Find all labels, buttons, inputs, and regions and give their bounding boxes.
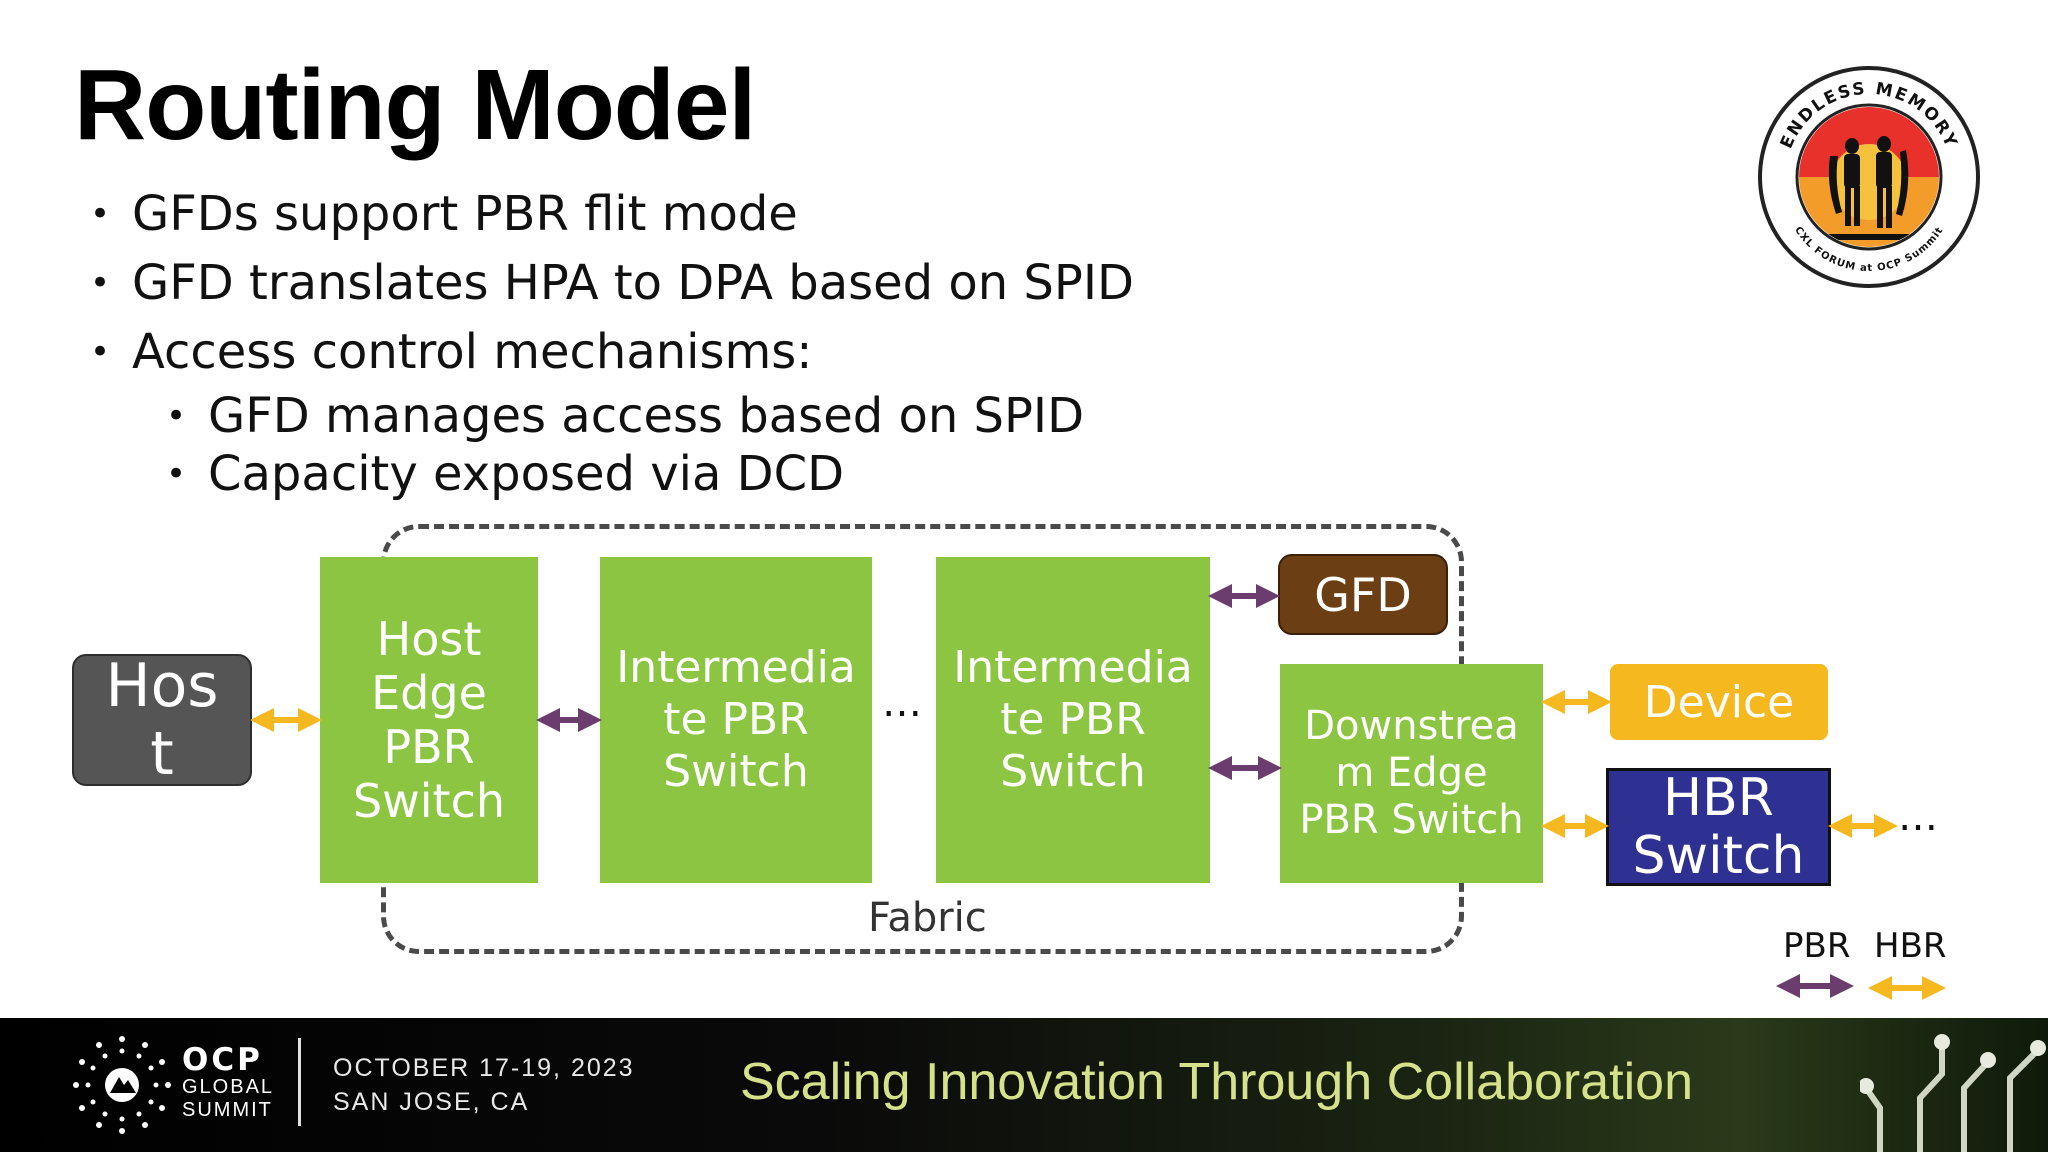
fabric-label: Fabric	[868, 895, 987, 941]
event-date-location: OCTOBER 17-19, 2023 SAN JOSE, CA	[333, 1051, 635, 1119]
endless-memory-logo: ENDLESS MEMORY CXL FORUM at OCP Summit	[1758, 66, 1980, 288]
event-location: SAN JOSE, CA	[333, 1088, 530, 1116]
sub-bullet-item: Capacity exposed via DCD	[166, 445, 1134, 503]
host-node: Hos t	[72, 652, 252, 788]
ellipsis-between-switches: …	[882, 680, 924, 726]
footer-divider	[298, 1038, 301, 1126]
intermediate-pbr-switch-1: Intermedia te PBR Switch	[600, 557, 872, 883]
slide-title: Routing Model	[74, 49, 756, 161]
footer-tagline: Scaling Innovation Through Collaboration	[740, 1053, 1694, 1111]
bullet-item: GFDs support PBR flit mode	[90, 180, 1134, 249]
device-node: Device	[1610, 664, 1828, 740]
ocp-summit: SUMMIT	[182, 1099, 273, 1121]
event-date: OCTOBER 17-19, 2023	[333, 1054, 635, 1082]
circuit-decoration-icon	[1860, 1034, 2046, 1152]
ocp-name: OCP	[182, 1042, 263, 1078]
bullet-list: GFDs support PBR flit mode GFD translate…	[90, 180, 1134, 503]
ocp-wordmark: OCP GLOBAL SUMMIT	[182, 1044, 274, 1122]
intermediate-pbr-switch-2: Intermedia te PBR Switch	[936, 557, 1210, 883]
ocp-starburst-icon	[73, 1036, 171, 1134]
bullet-item: GFD translates HPA to DPA based on SPID	[90, 249, 1134, 318]
legend-pbr-label: PBR	[1783, 926, 1851, 966]
footer-banner	[0, 1018, 2048, 1152]
ocp-global: GLOBAL	[182, 1076, 275, 1098]
ellipsis-after-hbr: …	[1898, 794, 1940, 840]
hbr-switch-node: HBR Switch	[1606, 768, 1831, 886]
legend-hbr-label: HBR	[1874, 926, 1947, 966]
downstream-edge-pbr-switch: Downstrea m Edge PBR Switch	[1280, 664, 1543, 883]
host-edge-pbr-switch: Host Edge PBR Switch	[320, 557, 538, 883]
sub-bullet-item: GFD manages access based on SPID	[166, 387, 1134, 445]
bullet-item: Access control mechanisms:	[90, 318, 1134, 387]
